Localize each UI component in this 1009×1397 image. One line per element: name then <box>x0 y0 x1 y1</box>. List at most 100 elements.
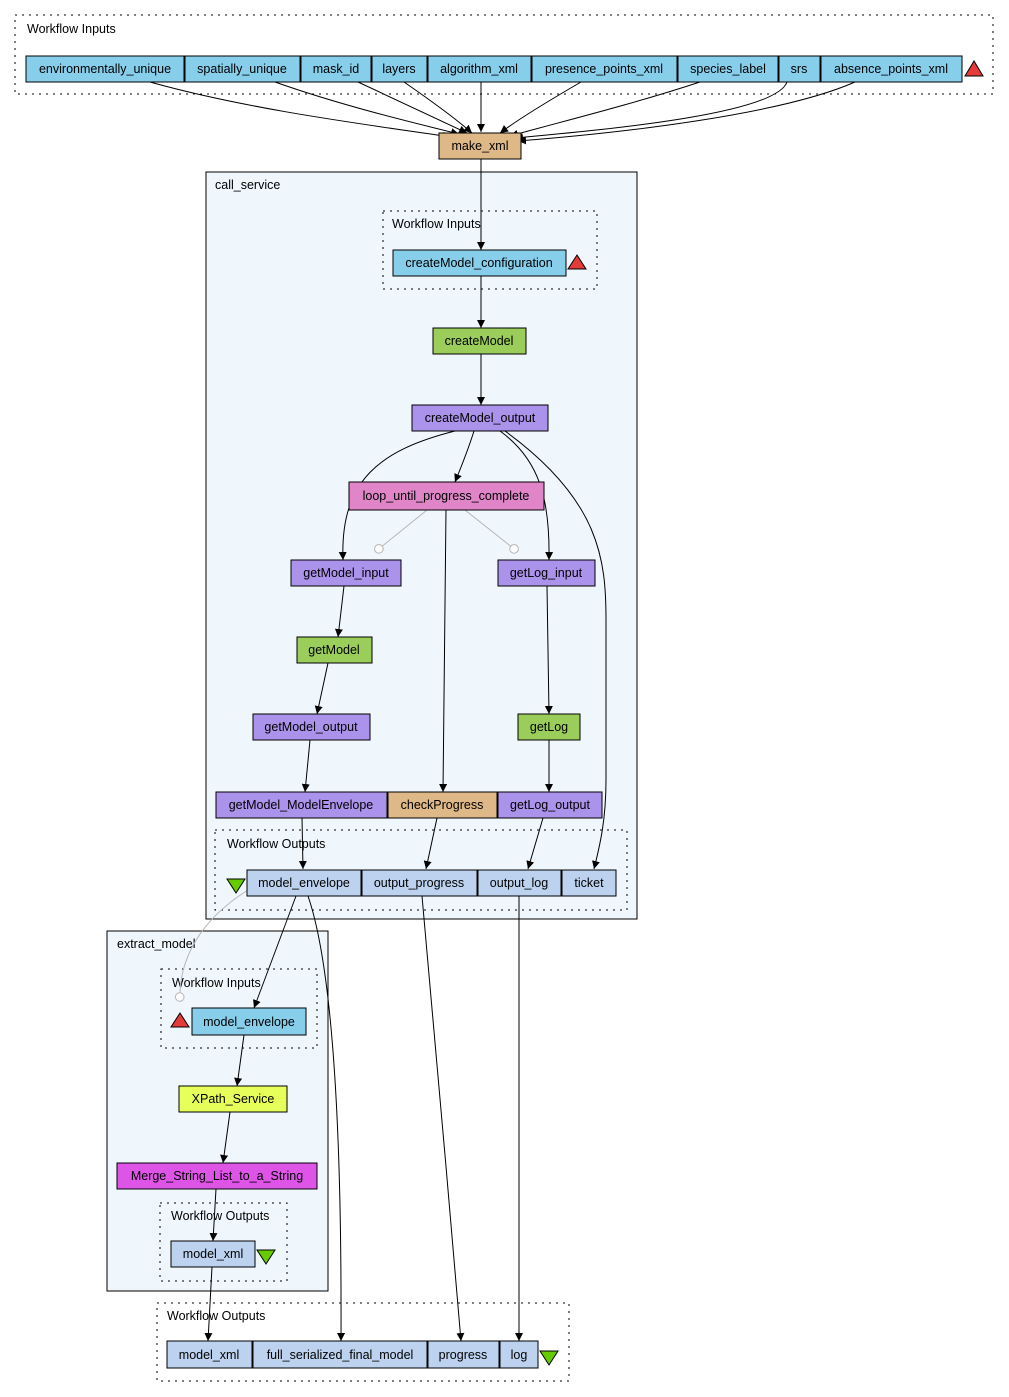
cs-inputs-triangle-icon <box>567 254 587 270</box>
extract-model-outputs-group-label: Workflow Outputs <box>171 1209 269 1223</box>
loop-until-progress-complete-node[interactable]: loop_until_progress_complete <box>348 481 545 511</box>
edge-getlog-input-getlog <box>544 585 553 715</box>
em-output-model-xml[interactable]: model_xml <box>170 1240 256 1268</box>
checkprogress-label: checkProgress <box>401 798 484 812</box>
call-service-inputs-group-label: Workflow Inputs <box>392 217 481 231</box>
cs-output-output-log[interactable]: output_log <box>477 869 562 897</box>
checkprogress-node[interactable]: checkProgress <box>387 791 498 819</box>
input-presence-points-xml[interactable]: presence_points_xml <box>531 55 678 83</box>
edge-species-label-make-xml <box>509 81 701 138</box>
input-mask-id-label: mask_id <box>313 62 360 76</box>
input-spatially-unique[interactable]: spatially_unique <box>184 55 301 83</box>
em-input-model-envelope-label: model_envelope <box>203 1015 295 1029</box>
edge-output-progress-progress <box>421 895 465 1342</box>
merge-string-list-label: Merge_String_List_to_a_String <box>131 1169 303 1183</box>
make-xml-node[interactable]: make_xml <box>438 132 522 160</box>
input-algorithm-xml[interactable]: algorithm_xml <box>427 55 532 83</box>
edge-getmodel-output-modelenvelope <box>301 739 311 793</box>
call-service-outputs-group-label: Workflow Outputs <box>227 837 325 851</box>
getmodel-output-node[interactable]: getModel_output <box>252 713 371 741</box>
cs-output-model-envelope[interactable]: model_envelope <box>246 869 362 897</box>
edge-em-model-envelope-xpath <box>234 1034 245 1087</box>
xpath-service-node[interactable]: XPath_Service <box>178 1085 288 1113</box>
input-presence-points-xml-label: presence_points_xml <box>545 62 663 76</box>
getmodel-node[interactable]: getModel <box>296 636 373 664</box>
edges <box>149 81 856 1342</box>
cs-output-output-log-label: output_log <box>490 876 548 890</box>
input-absence-points-xml-label: absence_points_xml <box>834 62 948 76</box>
createmodel-output-label: createModel_output <box>425 411 536 425</box>
edge-absence-points-xml-make-xml <box>517 81 856 145</box>
edge-layers-make-xml <box>403 81 473 134</box>
output-full-serialized-final-model-label: full_serialized_final_model <box>267 1348 414 1362</box>
em-inputs-triangle-icon <box>170 1012 190 1028</box>
cs-output-ticket[interactable]: ticket <box>561 869 617 897</box>
output-progress[interactable]: progress <box>427 1340 500 1369</box>
input-mask-id[interactable]: mask_id <box>300 55 372 83</box>
loop-until-progress-complete-label: loop_until_progress_complete <box>363 489 530 503</box>
top-inputs-group-label: Workflow Inputs <box>27 22 116 36</box>
getmodel-modelenvelope-label: getModel_ModelEnvelope <box>229 798 374 812</box>
edge-cs-model-envelope-em-model-envelope <box>253 895 297 1009</box>
input-layers[interactable]: layers <box>371 55 428 83</box>
cs-output-output-progress[interactable]: output_progress <box>361 869 478 897</box>
getlog-output-label: getLog_output <box>510 798 590 812</box>
input-layers-label: layers <box>382 62 415 76</box>
edge-mask-id-make-xml <box>357 81 468 134</box>
cs-outputs-triangle-icon <box>226 878 246 894</box>
createmodel-configuration-node[interactable]: createModel_configuration <box>392 249 567 277</box>
getlog-node[interactable]: getLog <box>517 713 581 741</box>
getlog-input-node[interactable]: getLog_input <box>497 559 596 587</box>
createmodel-node[interactable]: createModel <box>432 327 527 355</box>
edge-loop-checkprogress <box>439 509 448 793</box>
edge-getlog-output-output-log <box>526 817 544 870</box>
control-loop-getlog-input <box>464 509 519 554</box>
edge-environmentally-unique-make-xml <box>149 81 452 140</box>
edge-createmodel-output-ticket <box>504 430 607 870</box>
extract-model-inputs-group <box>160 968 318 1049</box>
createmodel-label: createModel <box>445 334 514 348</box>
createmodel-configuration-label: createModel_configuration <box>405 256 552 270</box>
em-outputs-triangle-icon <box>256 1249 276 1265</box>
input-spatially-unique-label: spatially_unique <box>197 62 287 76</box>
extract-model-inputs-group-label: Workflow Inputs <box>172 976 261 990</box>
getmodel-input-label: getModel_input <box>303 566 389 580</box>
input-srs[interactable]: srs <box>778 55 821 83</box>
edge-spatially-unique-make-xml <box>274 81 460 136</box>
edge-cs-model-envelope-full-serialized <box>307 895 346 1342</box>
edge-modelenvelope-cs-model-envelope <box>298 817 307 870</box>
output-model-xml[interactable]: model_xml <box>166 1340 253 1369</box>
cs-output-ticket-label: ticket <box>574 876 604 890</box>
edge-merge-em-model-xml <box>209 1188 218 1242</box>
edge-checkprogress-output-progress <box>423 817 438 870</box>
getlog-label: getLog <box>530 720 568 734</box>
edge-getmodel-getmodel-output <box>314 662 329 715</box>
getmodel-modelenvelope-node[interactable]: getModel_ModelEnvelope <box>215 791 388 819</box>
bottom-outputs-triangle-icon <box>539 1350 559 1366</box>
cs-output-model-envelope-label: model_envelope <box>258 876 350 890</box>
input-absence-points-xml[interactable]: absence_points_xml <box>820 55 963 83</box>
createmodel-output-node[interactable]: createModel_output <box>411 404 549 432</box>
getlog-output-node[interactable]: getLog_output <box>497 791 603 819</box>
output-model-xml-label: model_xml <box>179 1348 239 1362</box>
getmodel-input-node[interactable]: getModel_input <box>290 559 402 587</box>
getmodel-output-label: getModel_output <box>264 720 358 734</box>
bottom-outputs-group-label: Workflow Outputs <box>167 1309 265 1323</box>
output-log[interactable]: log <box>499 1340 539 1369</box>
edge-presence-points-xml-make-xml <box>499 81 582 134</box>
input-environmentally-unique[interactable]: environmentally_unique <box>25 55 185 83</box>
em-output-model-xml-label: model_xml <box>183 1247 243 1261</box>
getmodel-label: getModel <box>308 643 359 657</box>
em-input-model-envelope[interactable]: model_envelope <box>191 1007 307 1036</box>
workflow-inputs-triangle-icon <box>964 60 984 77</box>
control-call-service-extract-model <box>174 889 249 1003</box>
call-service-group-label: call_service <box>215 178 280 192</box>
make-xml-label: make_xml <box>452 139 509 153</box>
xpath-service-label: XPath_Service <box>192 1092 275 1106</box>
input-environmentally-unique-label: environmentally_unique <box>39 62 171 76</box>
input-species-label[interactable]: species_label <box>677 55 779 83</box>
merge-string-list-node[interactable]: Merge_String_List_to_a_String <box>116 1162 318 1190</box>
input-srs-label: srs <box>791 62 808 76</box>
output-full-serialized-final-model[interactable]: full_serialized_final_model <box>252 1340 428 1369</box>
